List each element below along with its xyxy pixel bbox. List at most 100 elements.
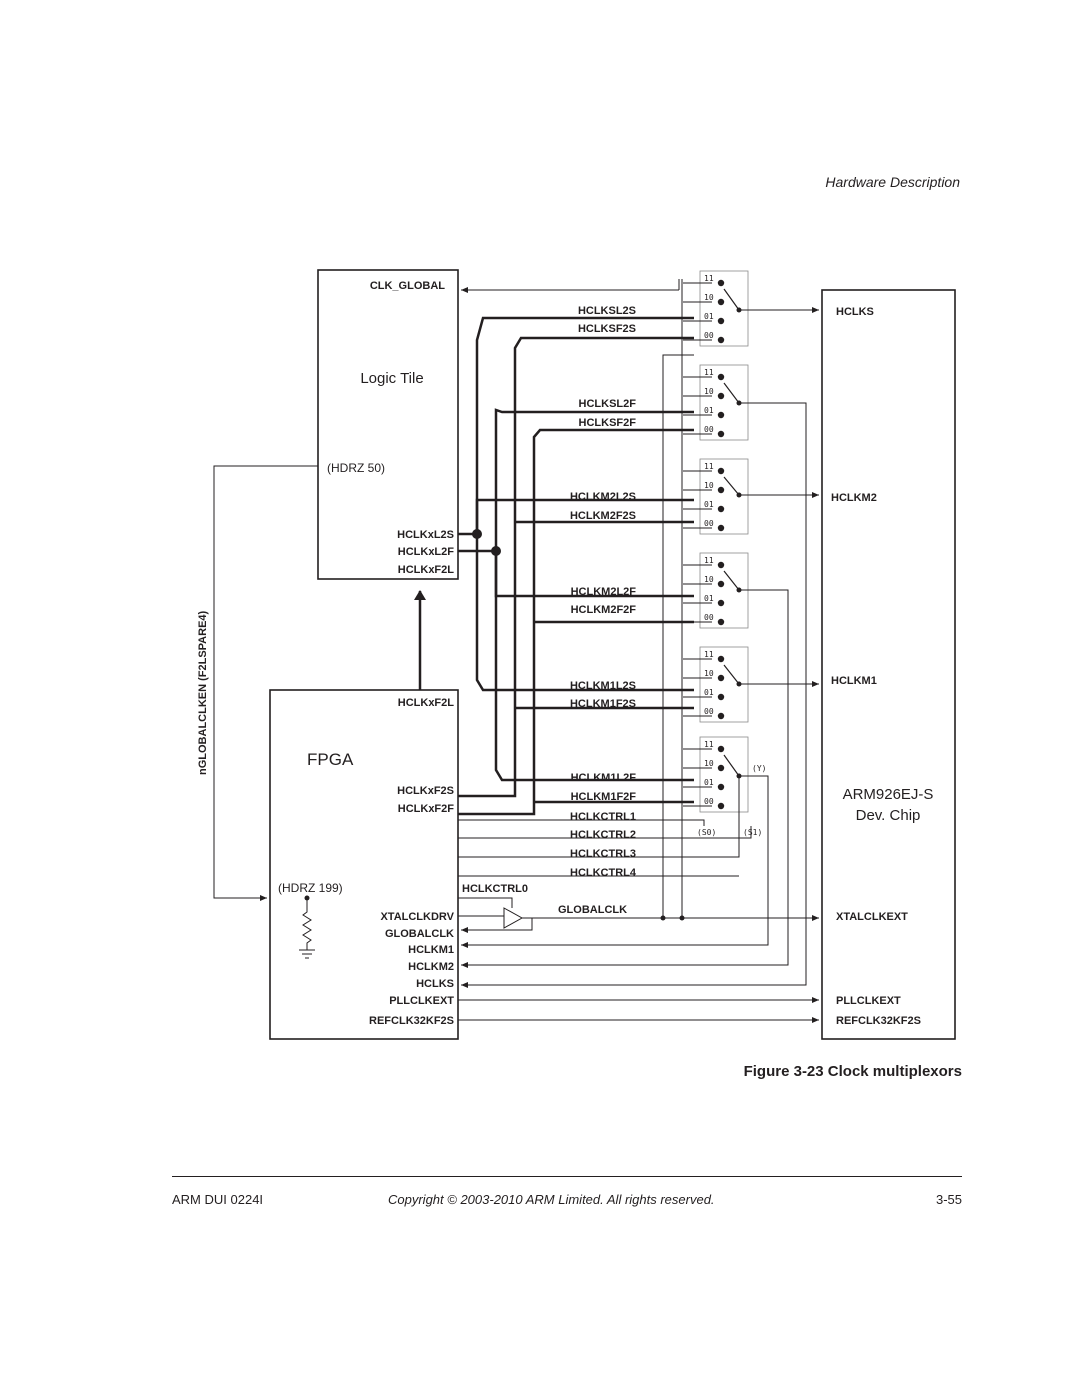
mux-switch [723,288,740,311]
sig-globalclk: GLOBALCLK [558,904,627,916]
mux-contact [717,674,725,682]
footer-copyright: Copyright © 2003-2010 ARM Limited. All r… [388,1192,715,1207]
fpga-top-pin: HCLKxF2L [398,697,455,709]
mux-contact [717,467,725,475]
logic-pin-hclkxl2s: HCLKxL2S [397,529,454,541]
mux-contact [717,561,725,569]
arm-pin-hclks: HCLKS [836,306,874,318]
arm-chip-box [821,289,956,1040]
mux-input-label: 00 [704,613,714,622]
mux-contact [717,373,725,381]
mux-contact [717,411,725,419]
logic-pin-hclkxf2l: HCLKxF2L [398,564,455,576]
mux-input-label: 11 [704,650,714,659]
mux-input-label: 01 [704,778,714,787]
mux-input-label: 11 [704,740,714,749]
mux-1: 11 10 01 00 [683,270,749,347]
fpga-pin-refclk32kf2s: REFCLK32KF2S [369,1015,454,1027]
footer-rule [172,1176,962,1177]
mux-switch [723,570,740,591]
fpga-pin-pllclkext: PLLCLKEXT [389,995,454,1007]
figure-caption: Figure 3-23 Clock multiplexors [743,1063,962,1080]
arm-pin-pllclkext: PLLCLKEXT [836,995,901,1007]
arm-pin-hclkm2: HCLKM2 [831,492,877,504]
fpga-pin-globalclk: GLOBALCLK [385,928,454,940]
mux-input-label: 00 [704,331,714,340]
mux-input-label: 11 [704,274,714,283]
fpga-pin-xtalclkdrv: XTALCLKDRV [380,911,454,923]
mux-input-label: 10 [704,669,714,678]
mux-input-label: 01 [704,312,714,321]
mux-switch [723,382,740,404]
side-label: nGLOBALCLKEN (F2LSPARE4) [197,610,209,775]
arm-pin-refclk32kf2s: REFCLK32KF2S [836,1015,921,1027]
mux-box [699,458,749,535]
mux-contact [717,745,725,753]
mux-group: 1110010011100100111001001110010011100100… [683,270,749,813]
mux-contact [717,712,725,720]
mux-switch [723,476,740,496]
sig-hclkctrl4: HCLKCTRL4 [570,867,637,879]
mux-input-label: 00 [704,519,714,528]
mux-contact [717,802,725,810]
mux-contact [717,693,725,701]
mux-input-label: 01 [704,500,714,509]
footer-page: 3-55 [935,1192,962,1207]
mux-legend-s0: (S0) [697,828,716,837]
sig-hclkctrl1: HCLKCTRL1 [570,811,636,823]
mux-input-label: 10 [704,481,714,490]
mux-contact [717,618,725,626]
mux-legend-s1: (S1) [743,828,762,837]
sig-hclkctrl3: HCLKCTRL3 [570,848,636,860]
fpga-hdrz: (HDRZ 199) [278,881,343,895]
mux-contact [717,580,725,588]
mux-6: 11 10 01 00 [683,736,749,813]
sig-hclkm2f2f: HCLKM2F2F [571,604,637,616]
mux-input-label: 00 [704,425,714,434]
mux-switch [723,664,740,685]
sig-hclksf2s: HCLKSF2S [578,323,636,335]
mux-contact [717,599,725,607]
logic-tile-title: Logic Tile [360,370,423,387]
mux-legend-y: (Y) [752,764,766,773]
mux-contact [717,430,725,438]
mux-input-label: 00 [704,797,714,806]
mux-input-label: 01 [704,688,714,697]
sig-hclkm1f2f: HCLKM1F2F [571,791,637,803]
arm-title-1: ARM926EJ-S [843,786,934,803]
mux-contact [717,392,725,400]
mux-contact [717,655,725,663]
section-header: Hardware Description [825,174,960,190]
logic-tile-hdrz: (HDRZ 50) [327,461,385,475]
mux-5: 11 10 01 00 [683,646,749,723]
mux-contact [717,505,725,513]
footer-doc-id: ARM DUI 0224I [172,1192,264,1207]
mux-contact [717,317,725,325]
mux-contact [717,298,725,306]
mux-input-label: 11 [704,368,714,377]
mux-contact [717,524,725,532]
logic-pin-hclkxl2f: HCLKxL2F [398,546,455,558]
fpga-title: FPGA [307,750,354,769]
mux-contact [717,336,725,344]
mux-input-label: 10 [704,293,714,302]
sig-hclkctrl0: HCLKCTRL0 [462,883,528,895]
mux-contact [717,783,725,791]
fpga-box [269,689,459,1040]
sig-hclksf2f: HCLKSF2F [579,417,637,429]
mux-input-label: 00 [704,707,714,716]
sig-hclkctrl2: HCLKCTRL2 [570,829,636,841]
fpga-pin-hclkxf2f: HCLKxF2F [398,803,455,815]
sig-hclkm1l2f: HCLKM1L2F [571,772,637,784]
mux-input-label: 10 [704,759,714,768]
mux-input-label: 01 [704,594,714,603]
fpga-pin-hclkm1: HCLKM1 [408,944,454,956]
mux-contact [717,279,725,287]
arm-pin-xtalclkext: XTALCLKEXT [836,911,908,923]
fpga-pin-hclkxf2s: HCLKxF2S [397,785,454,797]
mux-contact [717,764,725,772]
fpga-pin-hclks: HCLKS [416,978,454,990]
